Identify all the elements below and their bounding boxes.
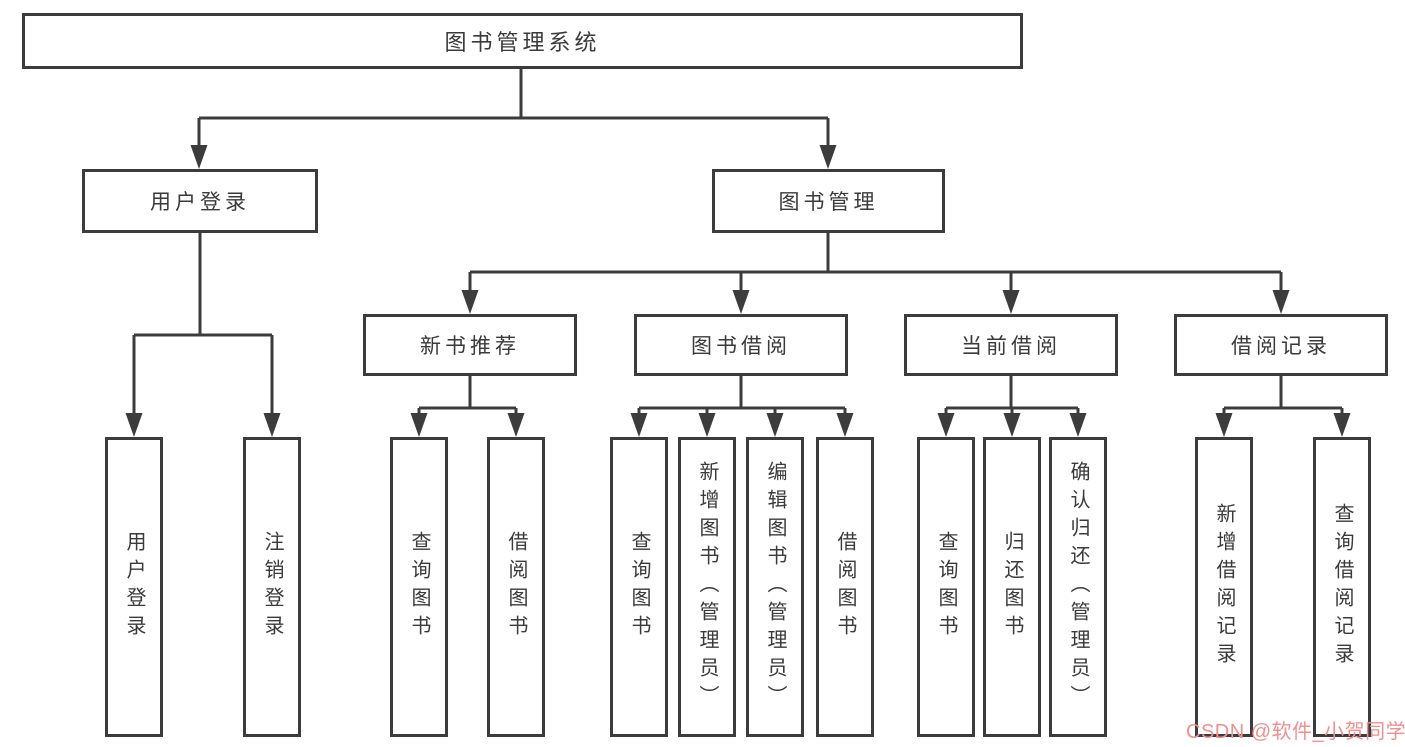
node-library-management-system: 图书管理系统 [22,13,1023,69]
node-current-borrowing: 当前借阅 [904,314,1118,376]
leaf-label: 新增借阅记录 [1213,503,1235,671]
arrowhead-icons [125,145,1351,437]
leaf-query-books-recommend: 查询图书 [390,437,448,737]
csdn-watermark: CSDN @软件_小贺同学 [1186,721,1405,743]
leaf-confirm-return-admin: 确认归还（管理员） [1049,437,1107,737]
leaf-label: 编辑图书（管理员） [764,461,786,713]
node-borrowing-records: 借阅记录 [1174,314,1388,376]
node-label: 图书借阅 [691,335,791,358]
node-label: 新书推荐 [420,335,520,358]
leaf-user-login: 用户登录 [105,437,163,737]
leaf-label: 归还图书 [1001,531,1023,643]
node-book-management: 图书管理 [712,169,945,233]
leaf-add-borrow-record: 新增借阅记录 [1195,437,1253,737]
leaf-label: 查询借阅记录 [1331,503,1353,671]
leaf-label: 注销登录 [261,531,283,643]
node-label: 图书管理系统 [444,30,601,55]
leaf-borrow-books-recommend: 借阅图书 [487,437,545,737]
node-new-book-recommend: 新书推荐 [363,314,577,376]
leaf-label: 查询图书 [935,531,957,643]
leaf-add-book-admin: 新增图书（管理员） [678,437,736,737]
leaf-label: 用户登录 [123,531,145,643]
leaf-label: 查询图书 [408,531,430,643]
leaf-label: 确认归还（管理员） [1067,461,1089,713]
node-label: 借阅记录 [1231,335,1331,358]
leaf-query-books-current: 查询图书 [917,437,975,737]
node-label: 当前借阅 [961,335,1061,358]
leaf-logout: 注销登录 [243,437,301,737]
leaf-label: 借阅图书 [834,531,856,643]
node-book-borrowing: 图书借阅 [634,314,848,376]
leaf-query-borrow-record: 查询借阅记录 [1313,437,1371,737]
node-label: 用户登录 [150,191,250,214]
leaf-return-books: 归还图书 [983,437,1041,737]
leaf-borrow-books-borrowing: 借阅图书 [816,437,874,737]
node-user-login: 用户登录 [82,169,318,233]
leaf-edit-book-admin: 编辑图书（管理员） [746,437,804,737]
leaf-label: 查询图书 [628,531,650,643]
leaf-label: 新增图书（管理员） [696,461,718,713]
node-label: 图书管理 [778,191,879,214]
leaf-label: 借阅图书 [505,531,527,643]
leaf-query-books-borrowing: 查询图书 [610,437,668,737]
